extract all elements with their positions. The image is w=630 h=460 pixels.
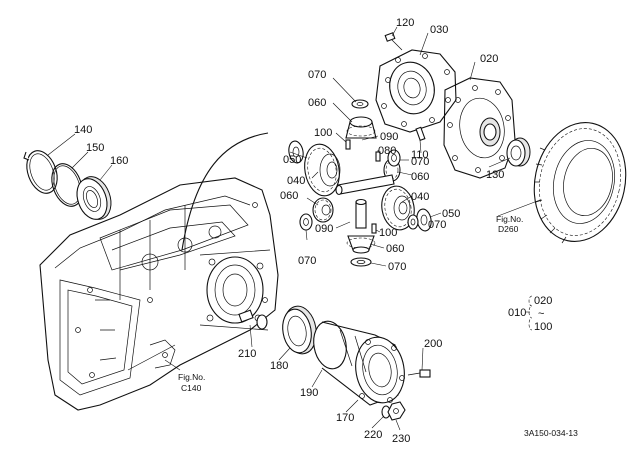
pinion-gear-060-bottom [346,235,376,254]
label-120: 120 [396,17,414,29]
fig-ref-d260-prefix: Fig.No. [496,214,523,224]
label-100-upper: 100 [314,127,332,139]
oil-seal-180 [282,305,317,355]
differential-case-020 [443,77,516,179]
bevel-ring-gear [533,122,627,244]
axle-housing-190 [313,320,405,406]
bolt-120 [384,32,403,51]
label-160: 160 [110,155,128,167]
label-170: 170 [336,412,354,424]
drawing-code: 3A150-034-13 [524,428,578,438]
fig-ref-c140-prefix: Fig.No. [178,372,205,382]
fig-ref-d260-number: D260 [498,224,519,234]
transmission-case [39,177,279,411]
label-130: 130 [486,169,504,181]
range-tilde: ~ [538,308,544,320]
pin-100-upper [345,139,351,150]
label-060-left: 060 [280,190,298,202]
figure-reference-d260: Fig.No. D260 [496,214,523,234]
label-060-bottom: 060 [386,243,404,255]
label-200: 200 [424,338,442,350]
label-190: 190 [300,387,318,399]
washer-070-right [407,214,419,230]
label-050-upper: 050 [283,154,301,166]
washer-070-top [351,99,369,109]
washer-070-bottom [350,257,372,267]
o-ring-150 [51,163,83,207]
side-gear-040-lower [381,185,415,231]
pin-100-lower [371,223,377,234]
range-brace [528,295,533,331]
label-020-range-start: 020 [534,295,552,307]
label-140: 140 [74,124,92,136]
differential-cover-030 [375,49,457,133]
label-010: 010 [508,307,526,319]
label-070-mid: 070 [411,156,429,168]
figure-reference-c140: Fig.No. C140 [178,372,205,393]
bearing-130 [506,137,531,167]
bolt-200 [407,369,431,378]
assembly-arc-line [181,132,269,251]
thrust-washer-050-upper [288,140,304,164]
label-110: 110 [411,149,429,161]
label-090-upper: 090 [380,131,398,143]
label-070-top: 070 [308,69,326,81]
label-070-right: 070 [428,219,446,231]
part-labels: 120 030 020 070 060 100 090 080 070 050 … [74,17,552,445]
nut-230 [387,401,406,421]
spacer-110 [415,126,426,142]
label-050-lower: 050 [442,208,460,220]
label-030: 030 [430,24,448,36]
label-060-top: 060 [308,97,326,109]
label-100-range-end: 100 [534,321,552,333]
side-gear-040-upper [304,143,341,197]
label-100-lower: 100 [379,227,397,239]
circlip-140 [23,150,58,194]
fig-ref-c140-number: C140 [181,383,202,393]
pinion-gear-060-left [312,197,334,223]
leader-lines [47,26,541,431]
label-180: 180 [270,360,288,372]
label-220: 220 [364,429,382,441]
label-080: 080 [378,145,396,157]
label-040-upper: 040 [287,175,305,187]
label-210: 210 [238,348,256,360]
label-070-left: 070 [298,255,316,267]
bearing-160 [76,176,112,220]
label-060-right: 060 [411,171,429,183]
label-070-bottom: 070 [388,261,406,273]
pinion-shaft-090-long [335,174,395,196]
label-090-lower: 090 [315,223,333,235]
pinion-gear-060-top [345,116,377,139]
label-230: 230 [392,433,410,445]
label-040-lower: 040 [411,191,429,203]
label-020: 020 [480,53,498,65]
washer-070-left [299,213,313,231]
label-150: 150 [86,142,104,154]
bolt-210 [238,309,268,330]
washer-070-mid [387,149,401,167]
pinion-shaft-090-short [355,198,367,229]
